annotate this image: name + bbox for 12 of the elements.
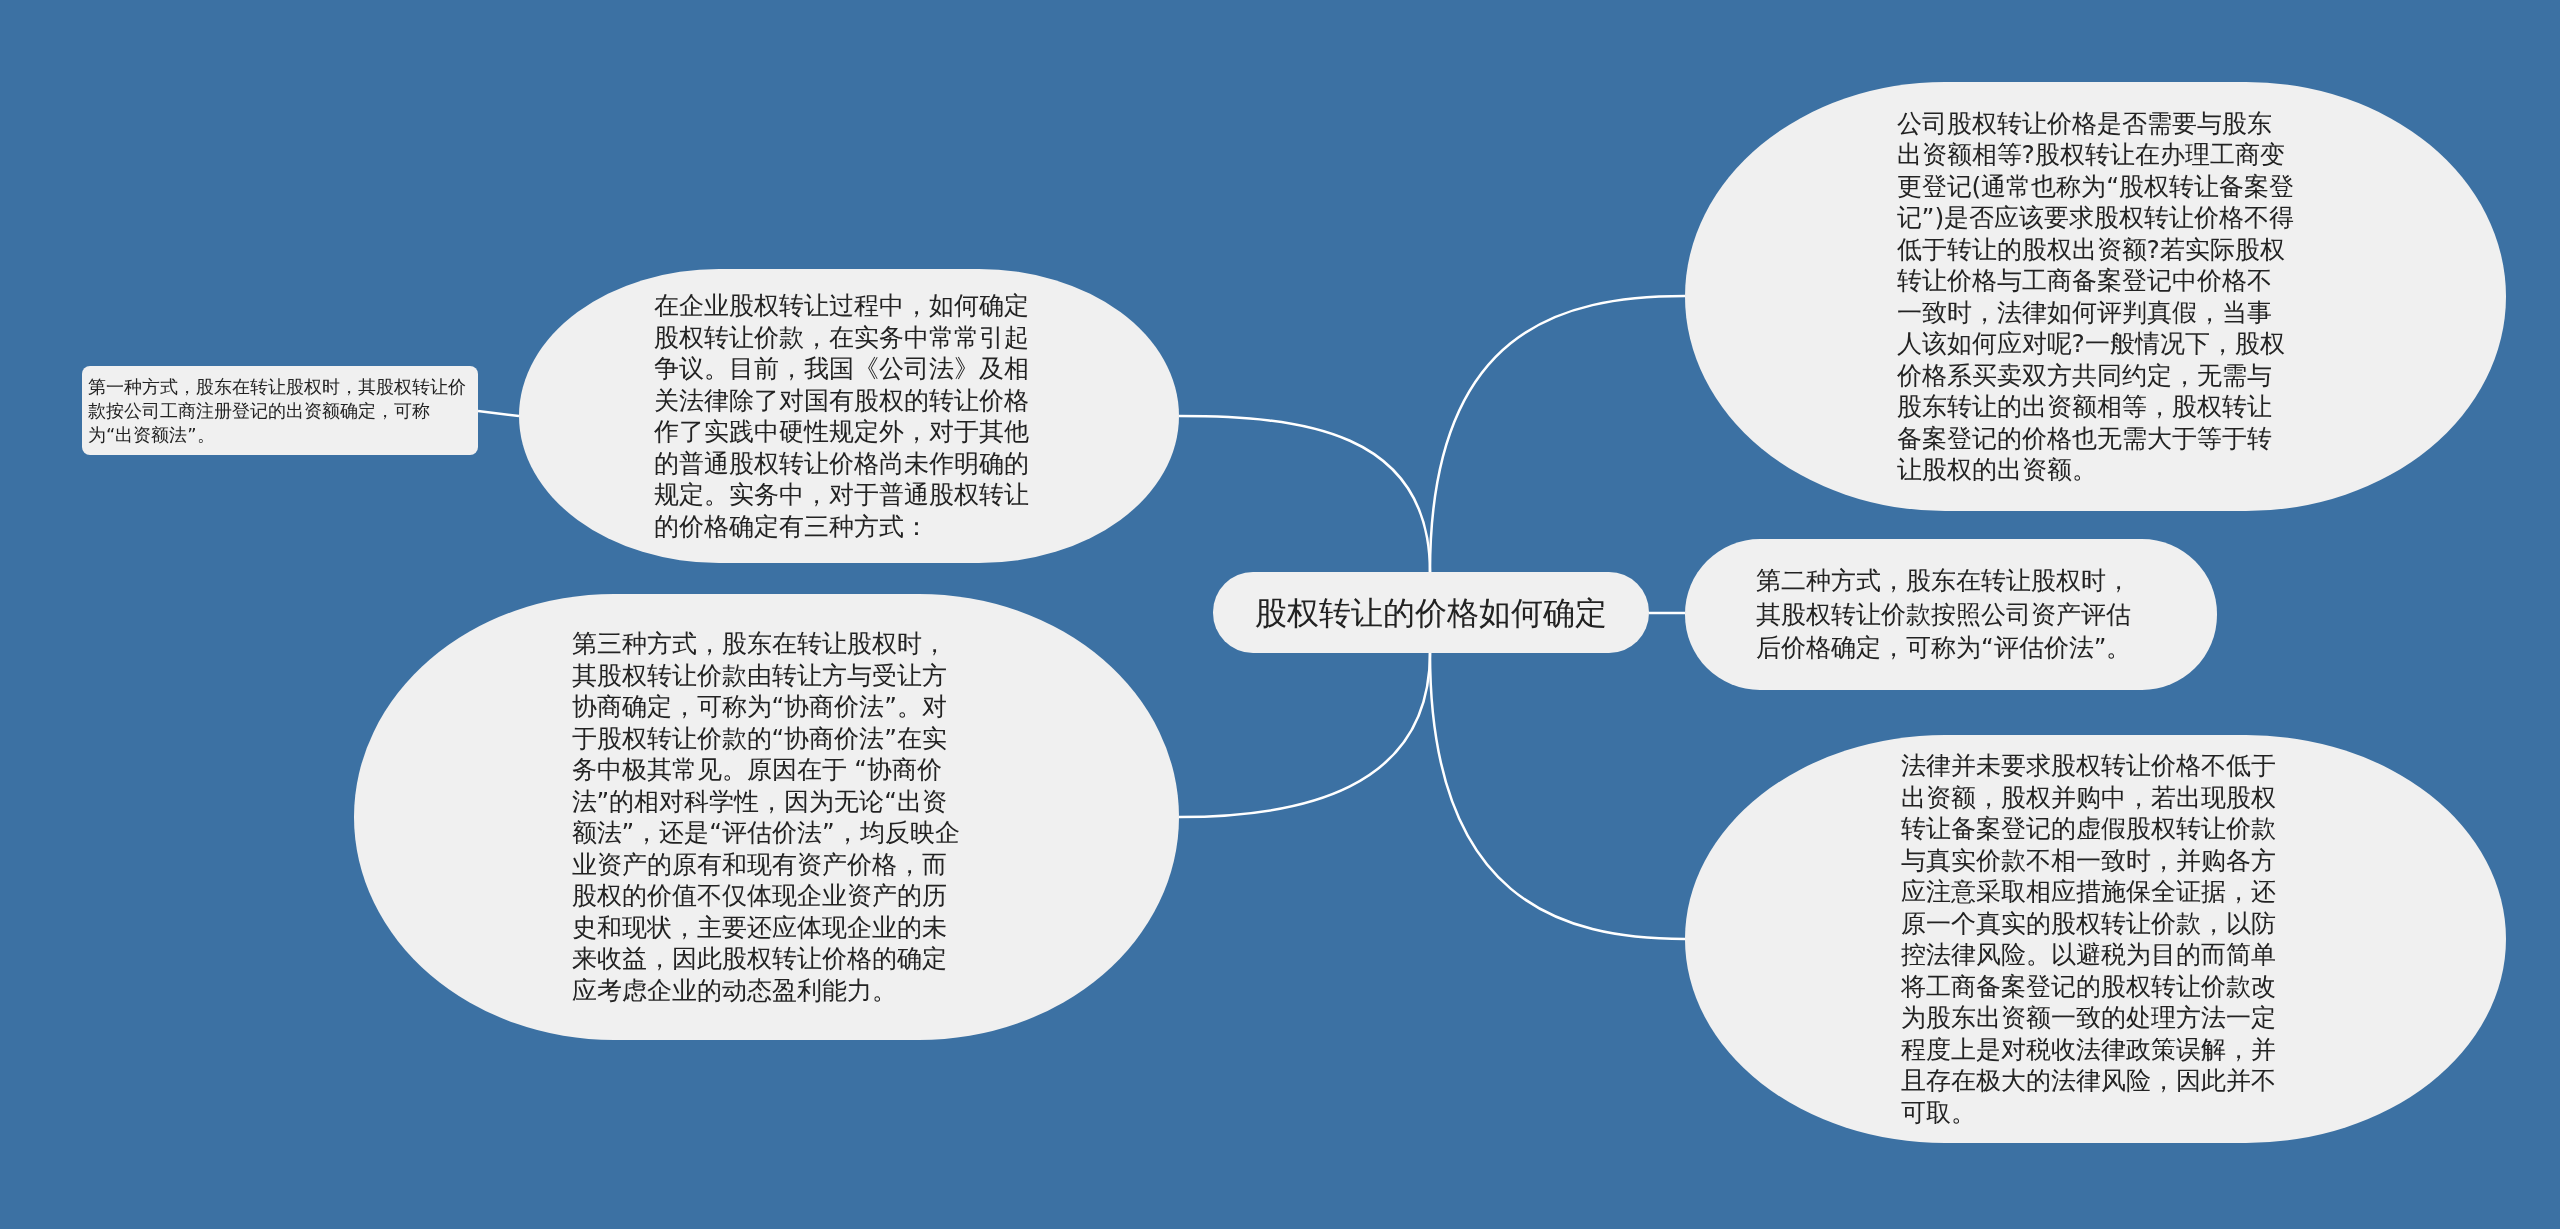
- connector-line: [1428, 652, 1686, 941]
- topic-text: 第一种方式，股东在转让股权时，其股权转让价款按公司工商注册登记的出资额确定，可称为“出资额法”。: [88, 374, 467, 447]
- topic-text: 第三种方式，股东在转让股权时，其股权转让价款由转让方与受让方协商确定，可称为“协商价法”。对于股权转让价款的“协商价法”在实务中极其常见。原因在于 “协商价法”的相对科学性，因为无论“出资额法”，还是“评估价法”，均反映企业资产的原有和现有资产价格，而股权的价值不仅体现企业资产的历史和现状，主要还应体现企业的未来收益，因此股权转让价格的确定应考虑企业的动态盈利能力。: [571, 628, 961, 1006]
- connector-line: [1428, 294, 1686, 573]
- connector-line: [1649, 611, 1685, 615]
- topic-text: 公司股权转让价格是否需要与股东出资额相等?股权转让在办理工商变更登记(通常也称为“股权转让备案登记”)是否应该要求股权转让价格不得低于转让的股权出资额?若实际股权转让价格与工商备案登记中价格不一致时，法律如何评判真假，当事人该如何应对呢?一般情况下，股权价格系买卖双方共同约定，无需与股东转让的出资额相等，股权转让备案登记的价格也无需大于等于转让股权的出资额。: [1896, 107, 2295, 486]
- topic-title: 股权转让的价格如何确定: [1255, 592, 1607, 633]
- topic-text: 第二种方式，股东在转让股权时，其股权转让价款按照公司资产评估后价格确定，可称为“评估价法”。: [1756, 565, 2133, 665]
- topic-text: 法律并未要求股权转让价格不低于出资额，股权并购中，若出现股权转让备案登记的虚假股权转让价款与真实价款不相一致时，并购各方应注意采取相应措施保全证据，还原一个真实的股权转让价款，以防控法律风险。以避税为目的而简单将工商备案登记的股权转让价款改为股东出资额一致的处理方法一定程度上是对税收法律政策误解，并且存在极大的法律风险，因此并不可取。: [1900, 750, 2277, 1128]
- topic-text: 在企业股权转让过程中，如何确定股权转让价款，在实务中常常引起争议。目前，我国《公司法》及相关法律除了对国有股权的转让价格作了实践中硬性规定外，对于其他的普通股权转让价格尚未作明确的规定。实务中，对于普通股权转让的价格确定有三种方式：: [654, 290, 1030, 542]
- note-box: [82, 366, 478, 455]
- connector-line: [477, 409, 520, 418]
